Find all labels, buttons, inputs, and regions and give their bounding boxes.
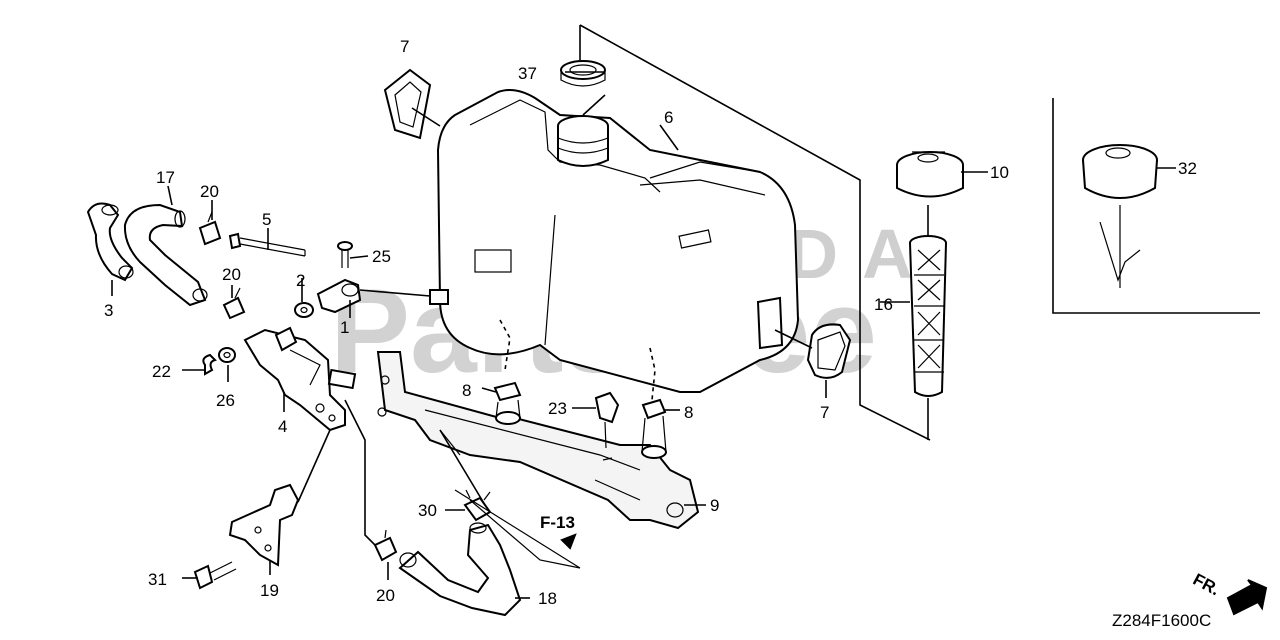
- callout-20-mid: 20: [222, 265, 241, 284]
- cock-joint[interactable]: [274, 326, 298, 352]
- callout-2: 2: [296, 271, 305, 290]
- grommet-7-top[interactable]: [383, 68, 432, 140]
- washer-2[interactable]: [294, 302, 314, 318]
- callout-26: 26: [216, 391, 235, 410]
- callout-1: 1: [340, 318, 349, 337]
- callout-6: 6: [664, 108, 673, 127]
- callout-7-right: 7: [820, 403, 829, 422]
- grommet-8-right[interactable]: [641, 398, 667, 459]
- hose-17[interactable]: [123, 203, 208, 307]
- clip-22[interactable]: [202, 353, 217, 376]
- fuel-cap-32[interactable]: [1082, 144, 1158, 288]
- fuel-cap-10[interactable]: [896, 151, 964, 198]
- hose-18[interactable]: [398, 522, 522, 617]
- bolt-5[interactable]: [228, 232, 306, 257]
- clip-20-bottom[interactable]: [373, 529, 398, 562]
- callout-17: 17: [156, 168, 175, 187]
- front-arrow-icon: [1226, 579, 1268, 616]
- callout-20-top: 20: [200, 182, 219, 201]
- callout-31: 31: [148, 570, 167, 589]
- gasket-37[interactable]: [560, 60, 606, 87]
- stay-19[interactable]: [228, 483, 300, 567]
- callouts: 1 2 3 4 5 6 7 7 8 8 9 10 16 17 18 19 20 …: [104, 37, 1223, 630]
- hose-3[interactable]: [86, 202, 134, 282]
- callout-7-top: 7: [400, 37, 409, 56]
- reference-arrow-icon: [454, 489, 581, 569]
- fuel-tank[interactable]: [429, 89, 800, 393]
- fuel-strainer-16[interactable]: [909, 235, 947, 397]
- grommet-7-right[interactable]: [806, 323, 852, 379]
- leader-lines: [111, 24, 1176, 599]
- clip-20-top[interactable]: [198, 211, 222, 246]
- callout-19: 19: [260, 581, 279, 600]
- front-label: FR.: [1190, 570, 1223, 600]
- callout-8-left: 8: [462, 381, 471, 400]
- clip-20-mid[interactable]: [222, 287, 246, 320]
- callout-32: 32: [1178, 159, 1197, 178]
- grommet-8-left[interactable]: [493, 381, 522, 425]
- callout-16: 16: [874, 295, 893, 314]
- callout-9: 9: [710, 496, 719, 515]
- diagram-code: Z284F1600C: [1112, 611, 1211, 630]
- inset-frame: [1052, 98, 1260, 314]
- callout-37: 37: [518, 64, 537, 83]
- callout-20-bottom: 20: [376, 586, 395, 605]
- callout-25: 25: [372, 247, 391, 266]
- callout-5: 5: [262, 210, 271, 229]
- fuel-cock-4[interactable]: [243, 328, 357, 432]
- callout-8-right: 8: [684, 403, 693, 422]
- screw-25[interactable]: [337, 241, 353, 268]
- callout-3: 3: [104, 301, 113, 320]
- callout-23: 23: [548, 399, 567, 418]
- bolt-31[interactable]: [193, 561, 237, 590]
- callout-30: 30: [418, 501, 437, 520]
- clip-30[interactable]: [463, 489, 492, 522]
- callout-10: 10: [990, 163, 1009, 182]
- reference-label: F-13: [540, 513, 575, 532]
- callout-22: 22: [152, 362, 171, 381]
- callout-4: 4: [278, 417, 287, 436]
- clip-23[interactable]: [594, 391, 620, 461]
- callout-18: 18: [538, 589, 557, 608]
- washer-26[interactable]: [218, 347, 236, 363]
